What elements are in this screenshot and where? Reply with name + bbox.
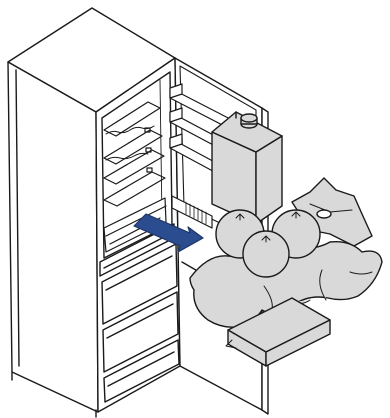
cheese-hole: [317, 210, 331, 218]
milk-carton-icon: [212, 112, 282, 224]
carton-cap-top: [241, 114, 257, 122]
fridge-left-side: [8, 62, 98, 412]
